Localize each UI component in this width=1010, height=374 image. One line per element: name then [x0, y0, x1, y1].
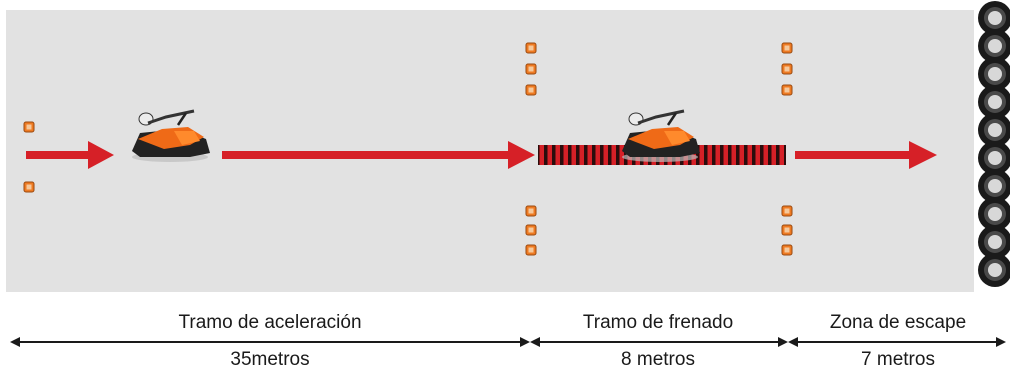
tire-icon	[978, 253, 1010, 287]
cone-icon	[781, 205, 793, 217]
section-name-braking: Tramo de frenado	[582, 312, 734, 333]
dimension-line-braking	[530, 337, 788, 347]
section-distance-escape: 7 metros	[861, 349, 935, 370]
section-distance-braking: 8 metros	[621, 349, 695, 370]
cone-icon	[525, 63, 537, 75]
cone-icon	[781, 42, 793, 54]
cone-icon	[781, 63, 793, 75]
section-name-acceleration: Tramo de aceleración	[178, 312, 362, 333]
section-name-escape: Zona de escape	[829, 312, 967, 333]
path-arrow-3	[795, 141, 937, 169]
cone-icon	[525, 205, 537, 217]
cone-icon	[525, 244, 537, 256]
dimension-line-acceleration	[10, 337, 530, 347]
cone-icon	[781, 224, 793, 236]
path-arrow-1	[26, 141, 114, 169]
cone-icon	[525, 84, 537, 96]
section-distance-acceleration: 35metros	[230, 349, 310, 370]
tire-barrier	[978, 1, 1010, 287]
cone-icon	[23, 121, 35, 133]
path-arrow-2	[222, 141, 535, 169]
cone-icon	[525, 42, 537, 54]
dimension-line-escape	[788, 337, 1006, 347]
cone-icon	[781, 84, 793, 96]
cone-icon	[525, 224, 537, 236]
cone-icon	[23, 181, 35, 193]
cone-icon	[781, 244, 793, 256]
